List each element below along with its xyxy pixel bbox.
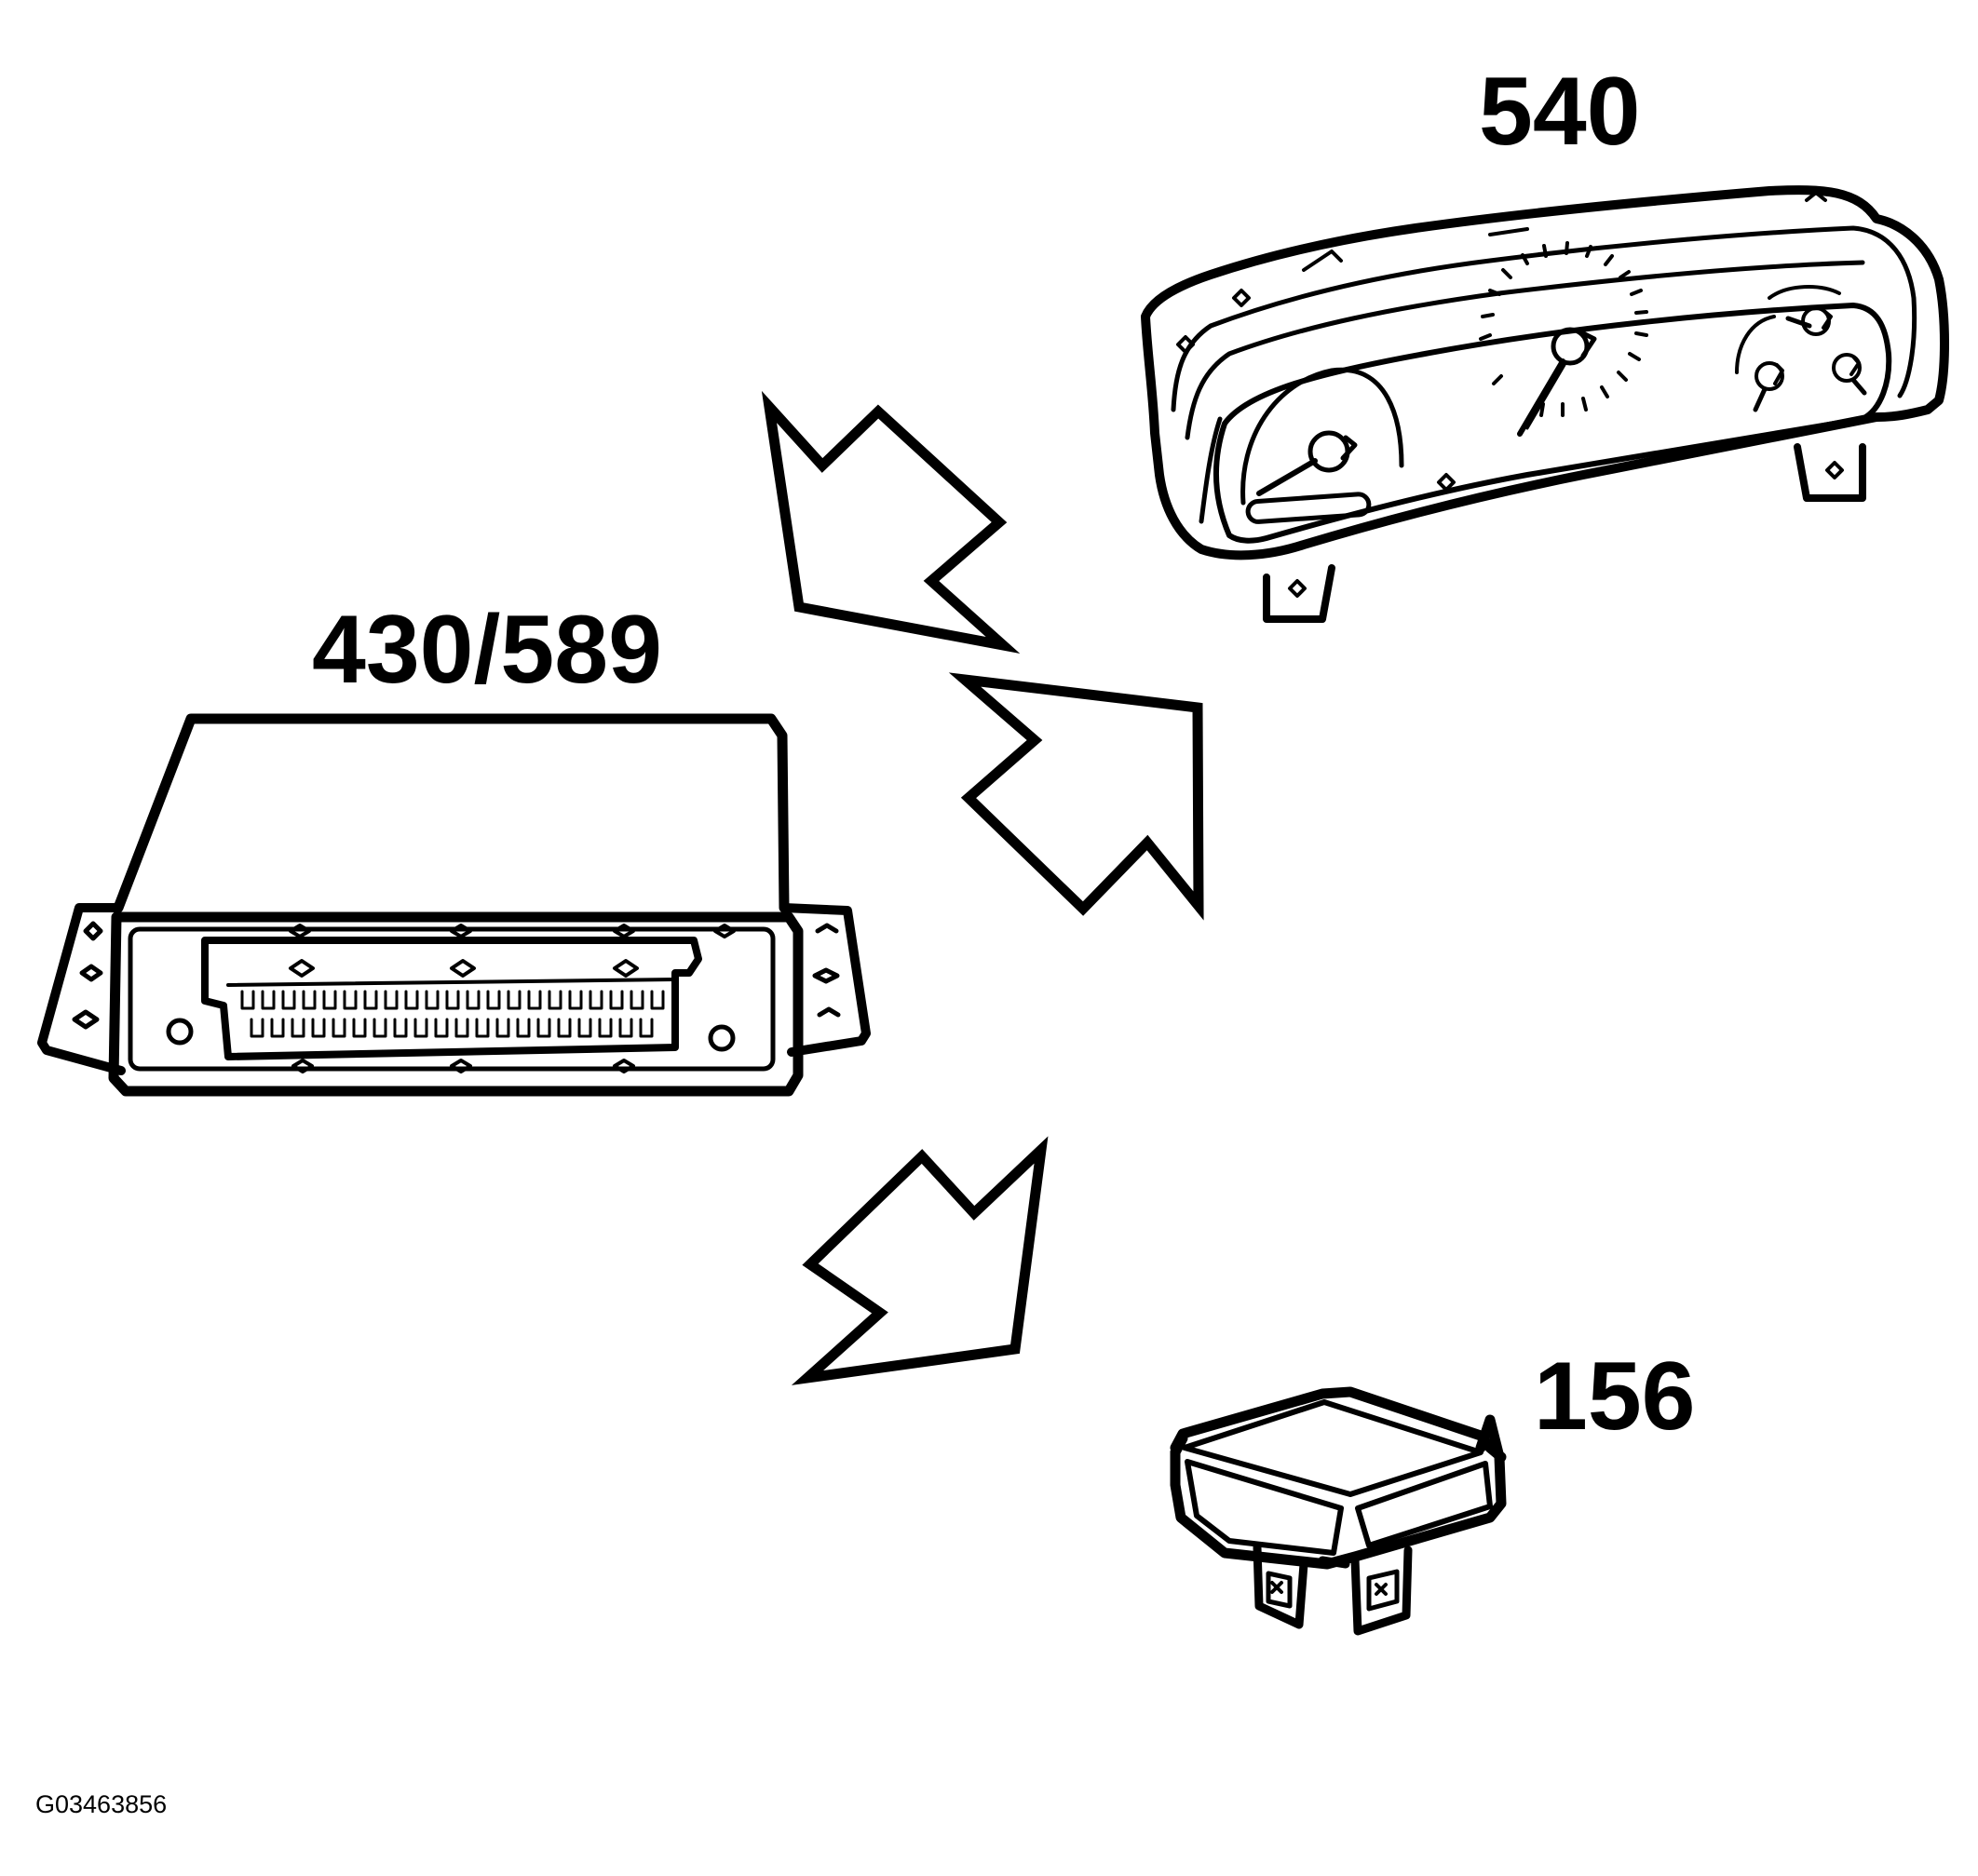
instrument-cluster <box>1141 185 1949 623</box>
arrow-module-to-relay <box>791 1136 1049 1385</box>
relay-label: 156 <box>1534 1343 1696 1451</box>
arrow-cluster-to-module <box>948 672 1204 921</box>
figure-id: G03463856 <box>35 1790 168 1818</box>
control-module-label: 430/589 <box>312 596 662 704</box>
relay <box>1170 1386 1507 1636</box>
arrow-module-to-cluster-upper <box>761 390 1021 655</box>
instrument-cluster-label: 540 <box>1479 58 1641 166</box>
control-module <box>37 713 871 1097</box>
